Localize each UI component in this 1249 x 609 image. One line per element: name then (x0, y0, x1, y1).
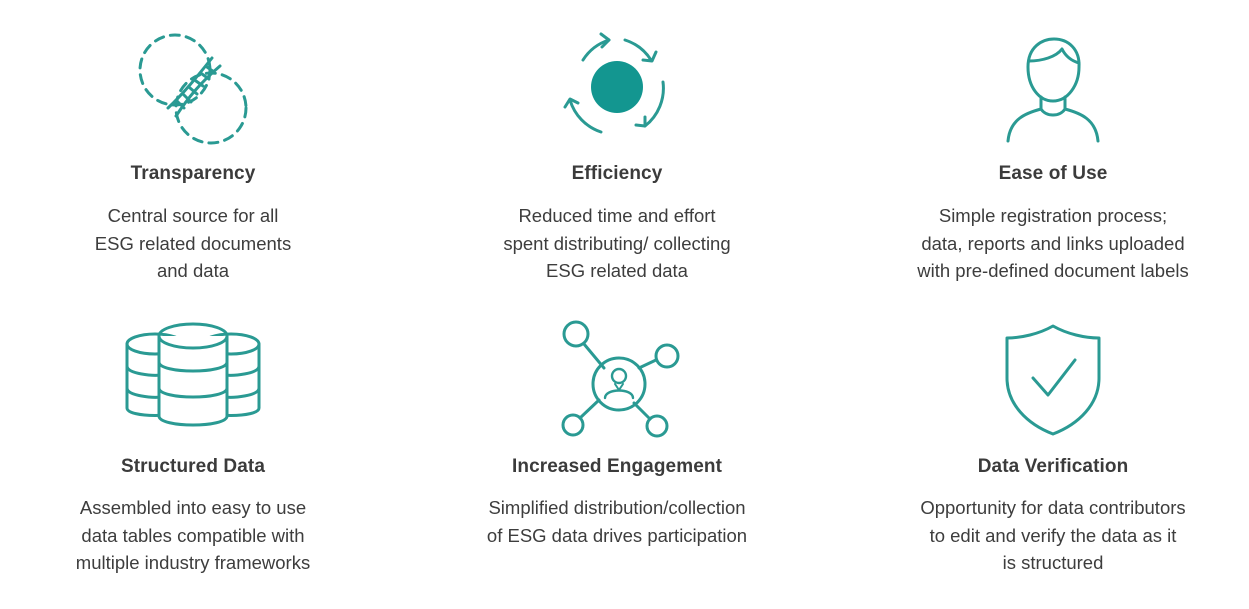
feature-title: Structured Data (120, 456, 266, 477)
feature-description: Reduced time and effort spent distributi… (427, 202, 807, 285)
description-line: with pre-defined document labels (917, 260, 1189, 281)
user-icon (1006, 37, 1100, 143)
description-line: data tables compatible with (81, 524, 305, 546)
feature-title: Data Verification (977, 456, 1129, 477)
feature-title: Efficiency (571, 163, 663, 184)
feature-efficiency: Efficiency Reduced time and effort spent… (427, 0, 807, 300)
description-line: Opportunity for data contributors (920, 497, 1186, 518)
feature-description: Assembled into easy to use data tables c… (3, 494, 383, 577)
cycle-arrows-icon (563, 32, 665, 134)
feature-ease-of-use: Ease of Use Simple registration process;… (863, 0, 1243, 300)
network-user-icon (561, 320, 680, 438)
feature-title: Increased Engagement (511, 456, 723, 477)
feature-title: Transparency (130, 163, 256, 184)
description-line: is structured (1002, 552, 1104, 573)
description-line: ESG related documents (94, 232, 292, 254)
description-line: multiple industry frameworks (75, 552, 311, 573)
feature-description: Central source for all ESG related docum… (3, 202, 383, 285)
feature-description: Simplified distribution/collection of ES… (427, 494, 807, 549)
feature-increased-engagement: Increased Engagement Simplified distribu… (427, 300, 807, 609)
description-line: Simple registration process; (938, 205, 1168, 226)
description-line: of ESG data drives participation (486, 524, 748, 546)
dna-circles-icon (138, 33, 248, 145)
description-line: spent distributing/ collecting (503, 232, 731, 254)
feature-description: Opportunity for data contributors to edi… (863, 494, 1243, 577)
description-line: ESG related data (546, 260, 688, 281)
feature-data-verification: Data Verification Opportunity for data c… (863, 300, 1243, 609)
feature-description: Simple registration process; data, repor… (863, 202, 1243, 285)
description-line: Simplified distribution/collection (488, 497, 746, 518)
description-line: Central source for all (107, 205, 279, 226)
database-stack-icon (125, 322, 261, 427)
feature-transparency: Transparency Central source for all ESG … (3, 0, 383, 300)
shield-check-icon (1005, 324, 1101, 436)
description-line: Reduced time and effort (518, 205, 716, 226)
description-line: Assembled into easy to use (79, 497, 307, 518)
description-line: and data (156, 260, 229, 281)
feature-structured-data: Structured Data Assembled into easy to u… (3, 300, 383, 609)
description-line: data, reports and links uploaded (921, 232, 1185, 254)
description-line: to edit and verify the data as it (929, 524, 1177, 546)
feature-title: Ease of Use (998, 163, 1108, 184)
